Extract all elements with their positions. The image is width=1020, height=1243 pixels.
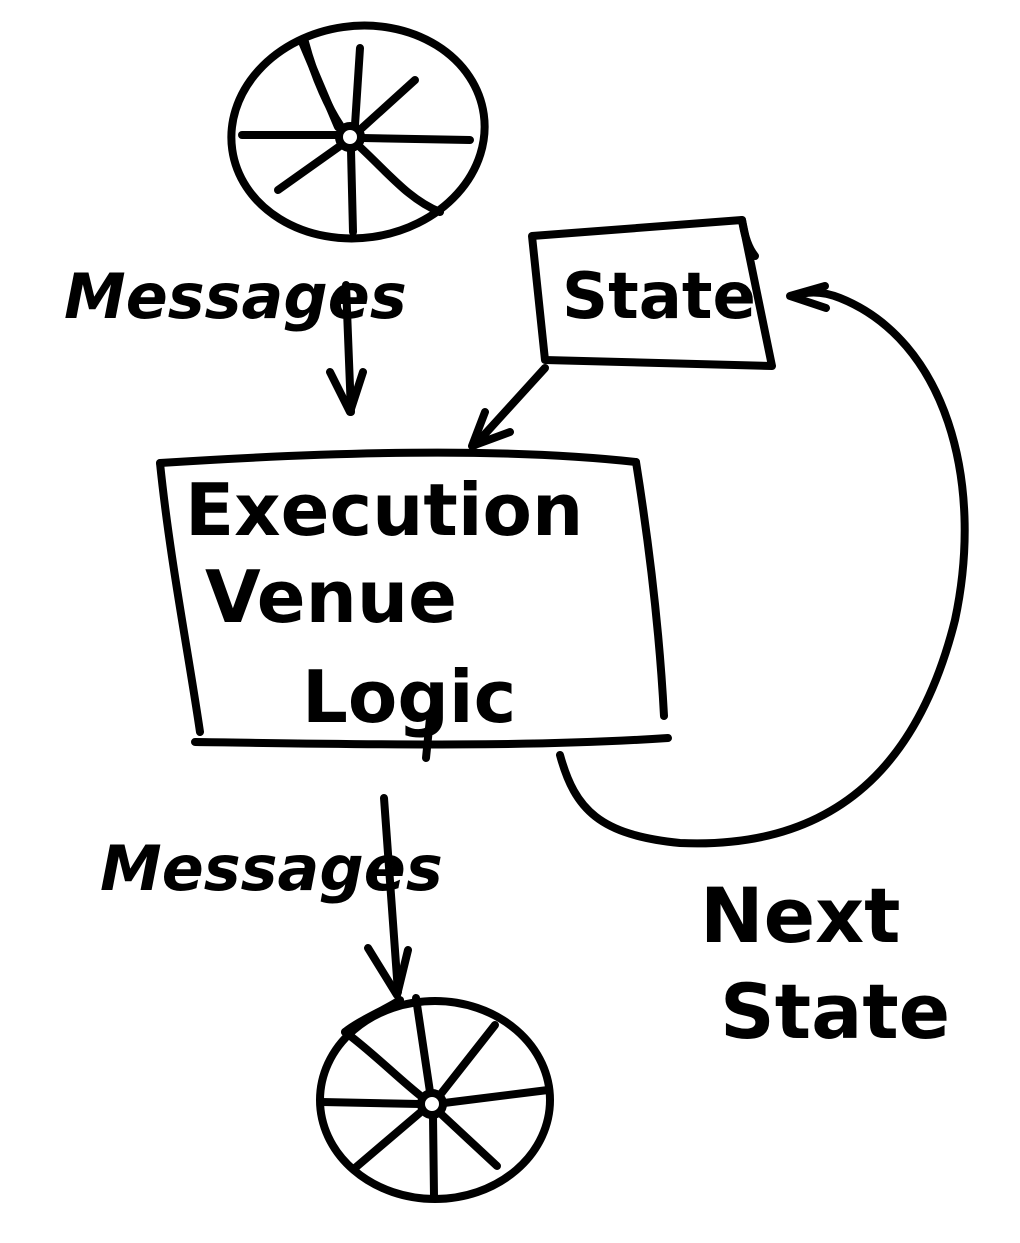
- logic-box: [156, 448, 672, 762]
- arrow-messages-in: [326, 281, 367, 416]
- state-label: State: [562, 260, 756, 334]
- next-state-label-line-2: State: [720, 967, 950, 1056]
- logic-label-line-1: Execution: [185, 468, 583, 552]
- messages-in-label: Messages: [64, 260, 407, 333]
- messages-out-label: Messages: [100, 832, 443, 905]
- arrow-messages-out: [364, 794, 412, 999]
- logic-label-line-3: Logic: [302, 655, 516, 739]
- next-state-label-line-1: Next: [700, 871, 901, 960]
- bottom-wheel-icon: [316, 994, 554, 1203]
- logic-label-line-2: Venue: [205, 555, 457, 639]
- top-wheel-icon: [227, 21, 489, 243]
- state-box: [528, 216, 776, 370]
- arrow-state-to-logic: [468, 364, 549, 450]
- arrow-next-state-loop: [556, 282, 969, 848]
